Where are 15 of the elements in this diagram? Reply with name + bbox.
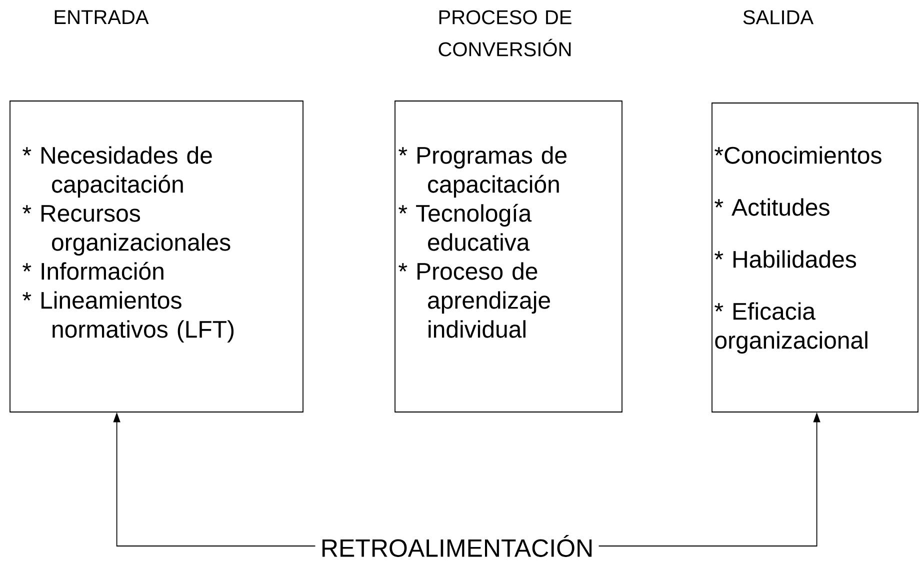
bullet-item: * Recursos organizacionales: [22, 205, 230, 256]
bullet-item: * Necesidades de capacitación: [22, 146, 212, 198]
column-heading: ENTRADA: [54, 10, 149, 24]
bullet-item: * Información: [22, 262, 164, 280]
feedback-label: RETROALIMENTACIÓN: [322, 535, 592, 557]
bullet-item: * Actitudes: [714, 198, 830, 216]
column-heading: SALIDA: [743, 10, 814, 24]
bullet-item: * Lineamientos normativos (LFT): [22, 291, 234, 343]
bullet-item: * Habilidades: [714, 250, 856, 268]
bullet-item: * Tecnología educativa: [398, 204, 532, 251]
column-heading: PROCESO DE CONVERSIÓN: [438, 10, 572, 56]
bullet-item: * Eficacia organizacional: [714, 302, 868, 354]
bullet-item: * Proceso de aprendizaje individual: [398, 262, 550, 338]
bullet-item: * Programas de capacitación: [398, 146, 566, 198]
bullet-item: *Conocimientos: [714, 146, 882, 164]
